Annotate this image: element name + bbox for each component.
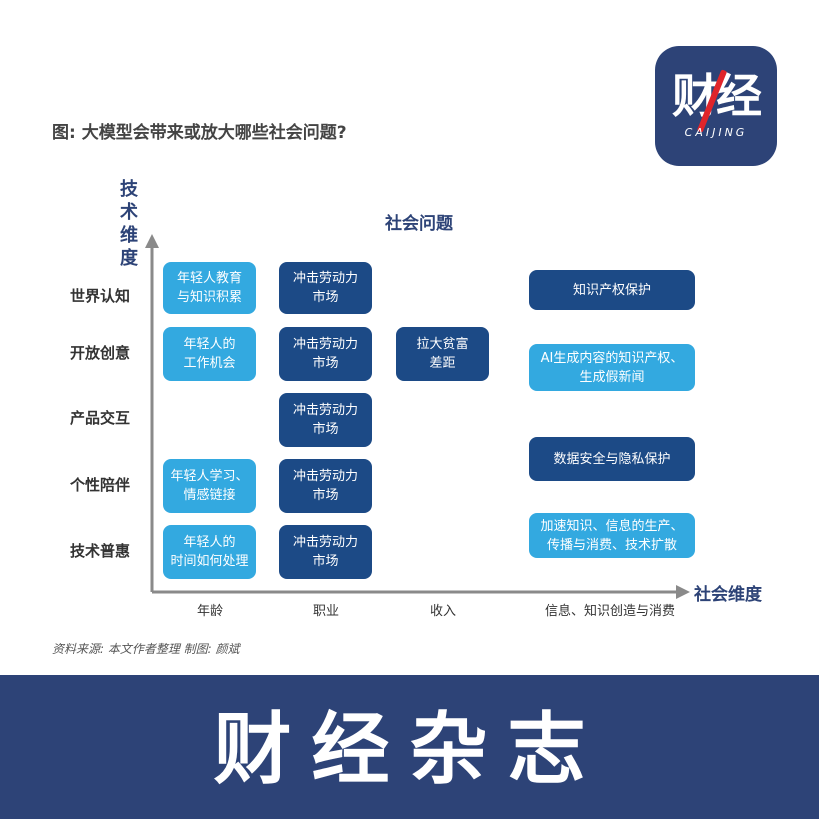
col-label-age: 年龄 xyxy=(196,604,223,619)
cell-age-inclusive: 年轻人的 时间如何处理 xyxy=(163,525,256,579)
cell-age-companion: 年轻人学习、 情感链接 xyxy=(163,459,256,513)
banner-title: 财经杂志 xyxy=(213,705,606,795)
bottom-banner: 财经杂志 xyxy=(0,675,819,819)
col-label-info-knowledge: 信息、知识创造与消费 xyxy=(544,604,675,619)
logo-subtext: CAIJING xyxy=(684,126,748,139)
x-axis-arrow xyxy=(676,585,690,599)
cell-age-world: 年轻人教育 与知识积累 xyxy=(163,262,256,314)
cell-job-open: 冲击劳动力 市场 xyxy=(279,327,372,381)
cell-info-open: AI生成内容的知识产权、 生成假新闻 xyxy=(529,344,695,391)
col-label-income: 收入 xyxy=(429,604,456,619)
cell-info-companion: 数据安全与隐私保护 xyxy=(529,437,695,481)
cell-info-world: 知识产权保护 xyxy=(529,270,695,310)
cell-job-companion: 冲击劳动力 市场 xyxy=(279,459,372,513)
cell-income-open: 拉大贫富 差距 xyxy=(396,327,489,381)
x-axis-title: 社会维度 xyxy=(694,585,762,605)
row-label-open-creativity: 开放创意 xyxy=(70,344,131,362)
figure-title: 图: 大模型会带来或放大哪些社会问题? xyxy=(52,123,347,143)
problems-header: 社会问题 xyxy=(385,214,453,234)
cell-age-open: 年轻人的 工作机会 xyxy=(163,327,256,381)
source-note: 资料来源: 本文作者整理 制图: 颜斌 xyxy=(52,642,240,656)
row-label-personal-companion: 个性陪伴 xyxy=(70,476,131,494)
cell-job-world: 冲击劳动力 市场 xyxy=(279,262,372,314)
cell-job-inclusive: 冲击劳动力 市场 xyxy=(279,525,372,579)
row-label-tech-inclusion: 技术普惠 xyxy=(70,542,131,560)
cell-job-product: 冲击劳动力 市场 xyxy=(279,393,372,447)
col-label-occupation: 职业 xyxy=(312,604,339,619)
row-label-world-cognition: 世界认知 xyxy=(70,287,131,305)
axes xyxy=(145,234,690,599)
row-label-product-interaction: 产品交互 xyxy=(70,409,131,427)
y-axis-arrow xyxy=(145,234,159,248)
y-axis-title: 技术维度 xyxy=(120,179,138,269)
caijing-logo: 财经 CAIJING xyxy=(655,46,777,166)
cell-info-inclusive: 加速知识、信息的生产、 传播与消费、技术扩散 xyxy=(529,513,695,558)
